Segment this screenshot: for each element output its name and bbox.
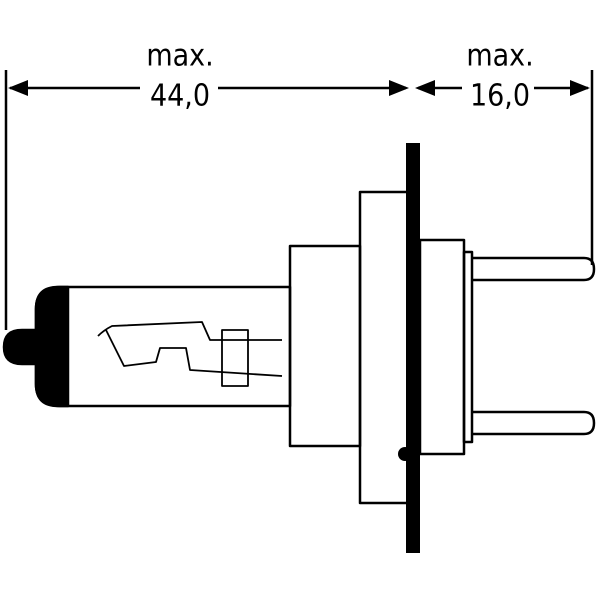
flange-notch <box>398 447 412 461</box>
arrowhead-left <box>8 80 28 96</box>
filament-assembly <box>97 321 283 387</box>
length-value: 44,0 <box>150 79 210 114</box>
plug-body <box>418 238 466 456</box>
filament-wire <box>97 321 282 341</box>
arrowhead-center-right <box>415 80 435 96</box>
glass-tip <box>2 328 38 366</box>
dimension-arrowheads <box>8 80 590 96</box>
bulb-black-cap <box>34 285 70 408</box>
arrowhead-right <box>570 80 590 96</box>
plug-step <box>462 250 474 444</box>
pin-value: 16,0 <box>470 79 530 114</box>
lower-pin <box>472 410 596 436</box>
length-label: max. <box>146 39 213 74</box>
pin-label: max. <box>466 39 533 74</box>
glass-bulb <box>34 285 292 408</box>
filament-coil <box>221 329 249 387</box>
upper-pin <box>472 256 596 282</box>
arrowhead-center-left <box>389 80 409 96</box>
support-wire <box>105 329 283 377</box>
dimension-annotations <box>4 70 594 330</box>
lamp-collar <box>288 244 362 448</box>
flange-plate <box>406 143 420 553</box>
lamp <box>2 143 596 553</box>
